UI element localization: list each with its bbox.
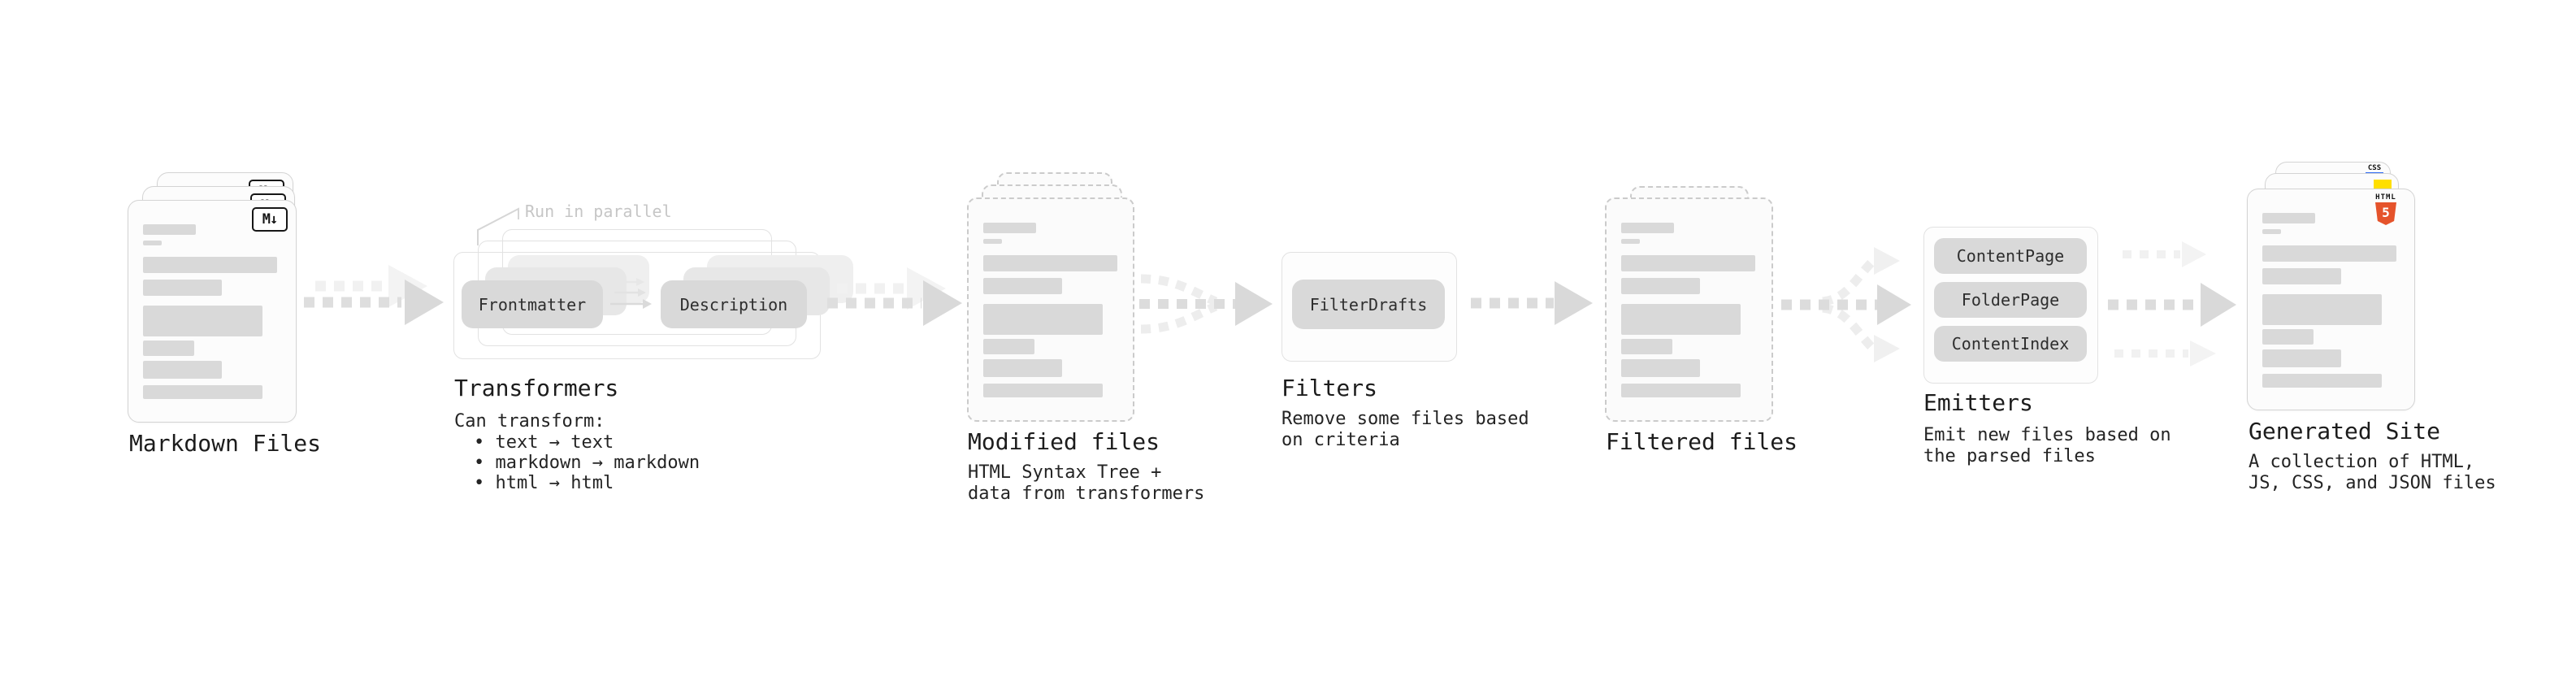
transformers-description: Can transform: <box>454 411 605 432</box>
skeleton-text-bar <box>1621 278 1700 294</box>
generated-html-file-card: HTML 5 <box>2247 189 2415 410</box>
skeleton-text-bar <box>2262 213 2315 223</box>
contentindex-pill: ContentIndex <box>1934 326 2087 362</box>
modified-file-card-front <box>967 197 1134 422</box>
transformers-title: Transformers <box>454 375 619 401</box>
skeleton-text-bar <box>143 241 162 245</box>
skeleton-text-bar <box>1621 384 1741 397</box>
generated-site-title: Generated Site <box>2249 418 2441 445</box>
parallel-arrows-icon <box>610 278 652 309</box>
modified-files-title: Modified files <box>968 428 1160 455</box>
bullet-item: markdown → markdown <box>474 453 700 473</box>
frontmatter-pill: Frontmatter <box>462 280 603 328</box>
skeleton-text-bar <box>143 340 194 356</box>
markdown-file-card-front: M↓ <box>128 200 297 423</box>
filtered-file-card-front <box>1605 197 1773 422</box>
css-label: CSS <box>2367 164 2382 172</box>
filters-title: Filters <box>1281 375 1378 401</box>
skeleton-text-bar <box>983 384 1103 397</box>
skeleton-text-bar <box>983 278 1062 294</box>
transformers-bullet-list: text → text markdown → markdown html → h… <box>464 432 700 493</box>
skeleton-text-bar <box>983 304 1103 335</box>
skeleton-text-bar <box>983 223 1036 233</box>
skeleton-text-bar <box>143 224 196 235</box>
skeleton-text-bar <box>143 306 262 336</box>
skeleton-text-bar <box>1621 223 1674 233</box>
html5-shield: 5 <box>2375 202 2396 225</box>
flow-arrow-filtered-to-emitters-diverge <box>1781 247 1911 362</box>
filters-description: Remove some files based on criteria <box>1281 409 1529 450</box>
skeleton-text-bar <box>983 359 1062 377</box>
skeleton-text-bar <box>983 255 1117 271</box>
modified-files-description: HTML Syntax Tree + data from transformer… <box>968 462 1205 504</box>
filtered-files-title: Filtered files <box>1606 428 1798 455</box>
skeleton-text-bar <box>1621 304 1741 335</box>
skeleton-text-bar <box>2262 229 2281 234</box>
bullet-item: html → html <box>474 473 700 493</box>
skeleton-text-bar <box>2262 268 2341 284</box>
skeleton-text-bar <box>2262 294 2382 325</box>
emitters-title: Emitters <box>1923 389 2033 416</box>
flow-arrow-transformers-to-modified <box>827 267 962 326</box>
skeleton-text-bar <box>143 361 222 379</box>
emitters-description: Emit new files based on the parsed files <box>1923 425 2171 466</box>
skeleton-text-bar <box>2262 329 2314 345</box>
html5-number: 5 <box>2382 205 2390 220</box>
skeleton-text-bar <box>1621 339 1672 354</box>
skeleton-text-bar <box>143 257 277 273</box>
skeleton-text-bar <box>983 239 1002 244</box>
skeleton-text-bar <box>1621 239 1640 244</box>
bullet-item: text → text <box>474 432 700 453</box>
contentpage-pill: ContentPage <box>1934 238 2087 274</box>
run-in-parallel-callout-line <box>477 207 519 245</box>
flow-arrow-filters-to-filtered <box>1471 281 1593 325</box>
generated-site-description: A collection of HTML, JS, CSS, and JSON … <box>2249 452 2496 493</box>
html5-icon: HTML 5 <box>2368 193 2404 225</box>
skeleton-text-bar <box>2262 374 2382 388</box>
flow-arrow-emitters-to-generated <box>2108 241 2236 367</box>
js-file-icon <box>2374 180 2392 189</box>
run-in-parallel-label: Run in parallel <box>525 202 672 221</box>
flow-arrow-markdown-to-transformers <box>304 265 444 325</box>
skeleton-text-bar <box>143 385 262 399</box>
html5-label: HTML <box>2375 193 2396 202</box>
skeleton-text-bar <box>1621 255 1755 271</box>
skeleton-text-bar <box>2262 245 2396 262</box>
skeleton-text-bar <box>1621 359 1700 377</box>
folderpage-pill: FolderPage <box>1934 282 2087 318</box>
skeleton-text-bar <box>143 280 222 296</box>
markdown-icon: M↓ <box>252 207 288 232</box>
description-pill: Description <box>661 280 807 328</box>
skeleton-text-bar <box>2262 349 2341 367</box>
markdown-files-title: Markdown Files <box>129 430 322 457</box>
filterdrafts-pill: FilterDrafts <box>1292 280 1445 329</box>
skeleton-text-bar <box>983 339 1034 354</box>
flow-arrow-modified-to-filters-converge <box>1139 274 1273 334</box>
